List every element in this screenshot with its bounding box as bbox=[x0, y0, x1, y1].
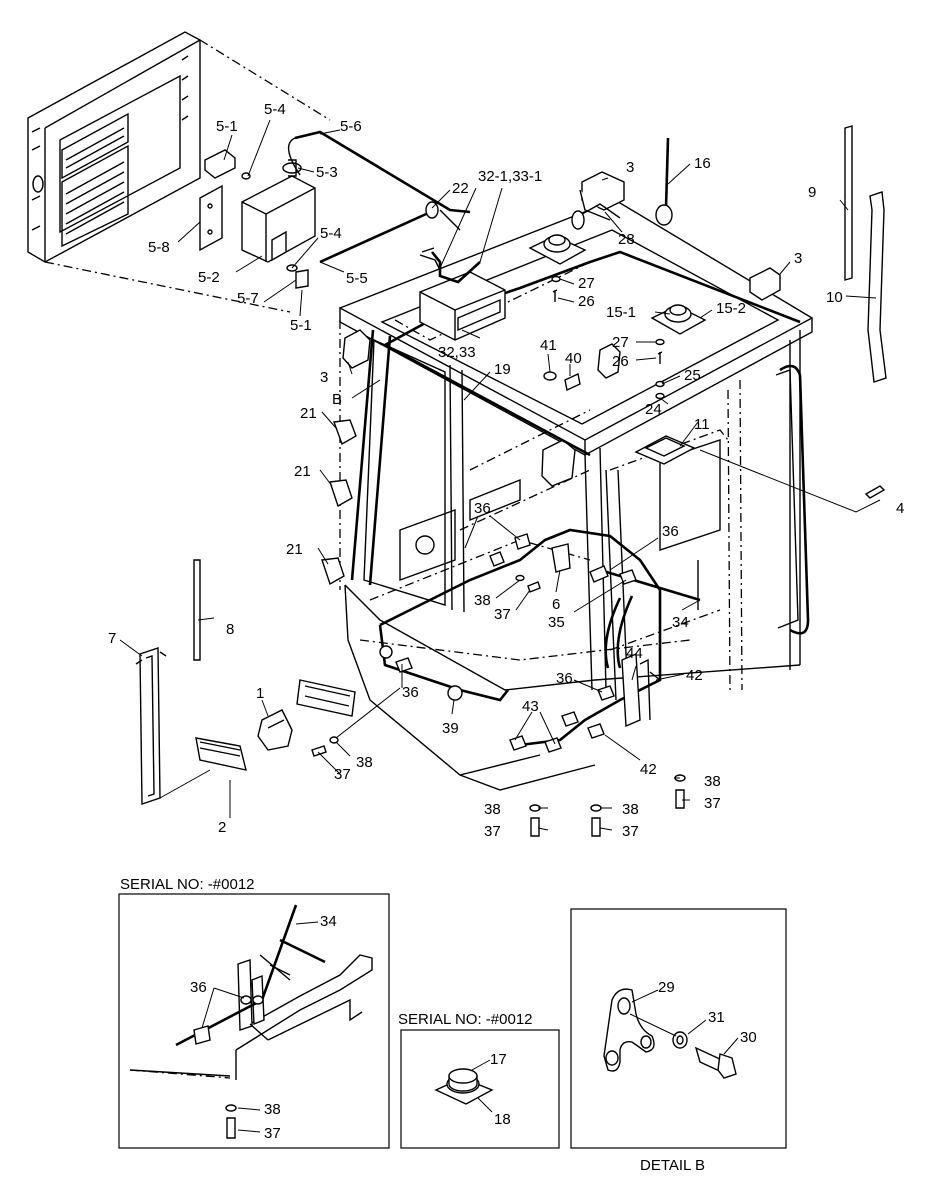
inset-mid-frame bbox=[400, 1029, 560, 1149]
inset-mid-label-18: 18 bbox=[494, 1111, 511, 1128]
label-22: 22 bbox=[452, 180, 469, 197]
label-35: 35 bbox=[548, 614, 565, 631]
label-2: 2 bbox=[218, 819, 226, 836]
label-37-b: 37 bbox=[334, 766, 351, 783]
label-4: 4 bbox=[896, 500, 904, 517]
label-26-b: 26 bbox=[612, 353, 629, 370]
inset-serial-middle: SERIAL NO: -#0012 17 18 bbox=[398, 1011, 560, 1149]
label-3-c: 3 bbox=[320, 369, 328, 386]
inset-mid-label-17: 17 bbox=[490, 1051, 507, 1068]
rubber-stops bbox=[321, 419, 357, 586]
label-5-2: 5-2 bbox=[198, 269, 220, 286]
inset-mid-caption: SERIAL NO: -#0012 bbox=[398, 1011, 533, 1028]
cab-frame bbox=[338, 137, 814, 791]
label-3-b: 3 bbox=[794, 250, 802, 267]
inset-left-label-37: 37 bbox=[264, 1125, 281, 1142]
label-5-1-a: 5-1 bbox=[216, 118, 238, 135]
inset-left-label-34: 34 bbox=[320, 913, 337, 930]
label-5-7: 5-7 bbox=[237, 290, 259, 307]
inset-detail-b: 29 31 30 DETAIL B bbox=[570, 908, 787, 1174]
label-5-4-a: 5-4 bbox=[264, 101, 286, 118]
label-24: 24 bbox=[645, 401, 662, 418]
label-11: 11 bbox=[694, 416, 710, 433]
label-32-33: 32,33 bbox=[438, 344, 476, 361]
label-42-b: 42 bbox=[640, 761, 657, 778]
inset-right-frame bbox=[570, 908, 787, 1149]
label-41: 41 bbox=[540, 337, 557, 354]
inset-left-label-38: 38 bbox=[264, 1101, 281, 1118]
label-37-c: 37 bbox=[704, 795, 721, 812]
label-10: 10 bbox=[826, 289, 843, 306]
label-21-a: 21 bbox=[300, 405, 317, 422]
inset-left-caption: SERIAL NO: -#0012 bbox=[120, 876, 255, 893]
label-38-d: 38 bbox=[484, 801, 501, 818]
label-37-a: 37 bbox=[494, 606, 511, 623]
insulation-panel bbox=[27, 31, 331, 313]
label-38-e: 38 bbox=[622, 801, 639, 818]
label-38-a: 38 bbox=[474, 592, 491, 609]
inset-right-label-29: 29 bbox=[658, 979, 675, 996]
label-32-1-33-1: 32-1,33-1 bbox=[478, 168, 542, 185]
inset-left-label-36: 36 bbox=[190, 979, 207, 996]
label-6: 6 bbox=[552, 596, 560, 613]
label-36-d: 36 bbox=[402, 684, 419, 701]
label-36-a: 36 bbox=[474, 500, 491, 517]
label-7: 7 bbox=[108, 630, 116, 647]
label-5-3: 5-3 bbox=[316, 164, 338, 181]
label-37-e: 37 bbox=[622, 823, 639, 840]
radio-and-speakers bbox=[419, 203, 886, 499]
label-43: 43 bbox=[522, 698, 539, 715]
label-28: 28 bbox=[618, 231, 635, 248]
label-19: 19 bbox=[494, 361, 511, 378]
label-15-1: 15-1 bbox=[606, 304, 636, 321]
label-3-a: 3 bbox=[626, 159, 634, 176]
label-5-8: 5-8 bbox=[148, 239, 170, 256]
label-36-c: 36 bbox=[556, 670, 573, 687]
label-36-b: 36 bbox=[662, 523, 679, 540]
label-26-a: 26 bbox=[578, 293, 595, 310]
inset-left-frame bbox=[118, 893, 390, 1149]
label-21-c: 21 bbox=[286, 541, 303, 558]
label-27-b: 27 bbox=[612, 334, 629, 351]
floor-harness bbox=[257, 528, 701, 837]
label-15-2: 15-2 bbox=[716, 300, 746, 317]
label-21-b: 21 bbox=[294, 463, 311, 480]
label-44: 44 bbox=[626, 645, 643, 662]
label-5-4-b: 5-4 bbox=[320, 225, 342, 242]
label-9: 9 bbox=[808, 184, 816, 201]
label-1: 1 bbox=[256, 685, 264, 702]
inset-right-caption: DETAIL B bbox=[640, 1157, 705, 1174]
label-42-a: 42 bbox=[686, 667, 703, 684]
label-38-b: 38 bbox=[356, 754, 373, 771]
label-5-5: 5-5 bbox=[346, 270, 368, 287]
label-39: 39 bbox=[442, 720, 459, 737]
inset-right-label-31: 31 bbox=[708, 1009, 725, 1026]
label-5-1-b: 5-1 bbox=[290, 317, 312, 334]
inset-right-label-30: 30 bbox=[740, 1029, 757, 1046]
label-37-d: 37 bbox=[484, 823, 501, 840]
washer-tank-group bbox=[199, 130, 471, 289]
label-27-a: 27 bbox=[578, 275, 595, 292]
label-5-6: 5-6 bbox=[340, 118, 362, 135]
label-B: B bbox=[332, 391, 342, 408]
leader-lines bbox=[119, 119, 881, 831]
label-16: 16 bbox=[694, 155, 711, 172]
label-40: 40 bbox=[565, 350, 582, 367]
label-8: 8 bbox=[226, 621, 234, 638]
label-25: 25 bbox=[684, 367, 701, 384]
label-38-c: 38 bbox=[704, 773, 721, 790]
part-labels: 5-1 5-4 5-6 5-3 5-8 5-4 5-2 5-7 5-5 5-1 … bbox=[108, 101, 904, 840]
label-34: 34 bbox=[672, 614, 689, 631]
inset-serial-left: SERIAL NO: -#0012 34 36 38 37 bbox=[118, 876, 390, 1149]
